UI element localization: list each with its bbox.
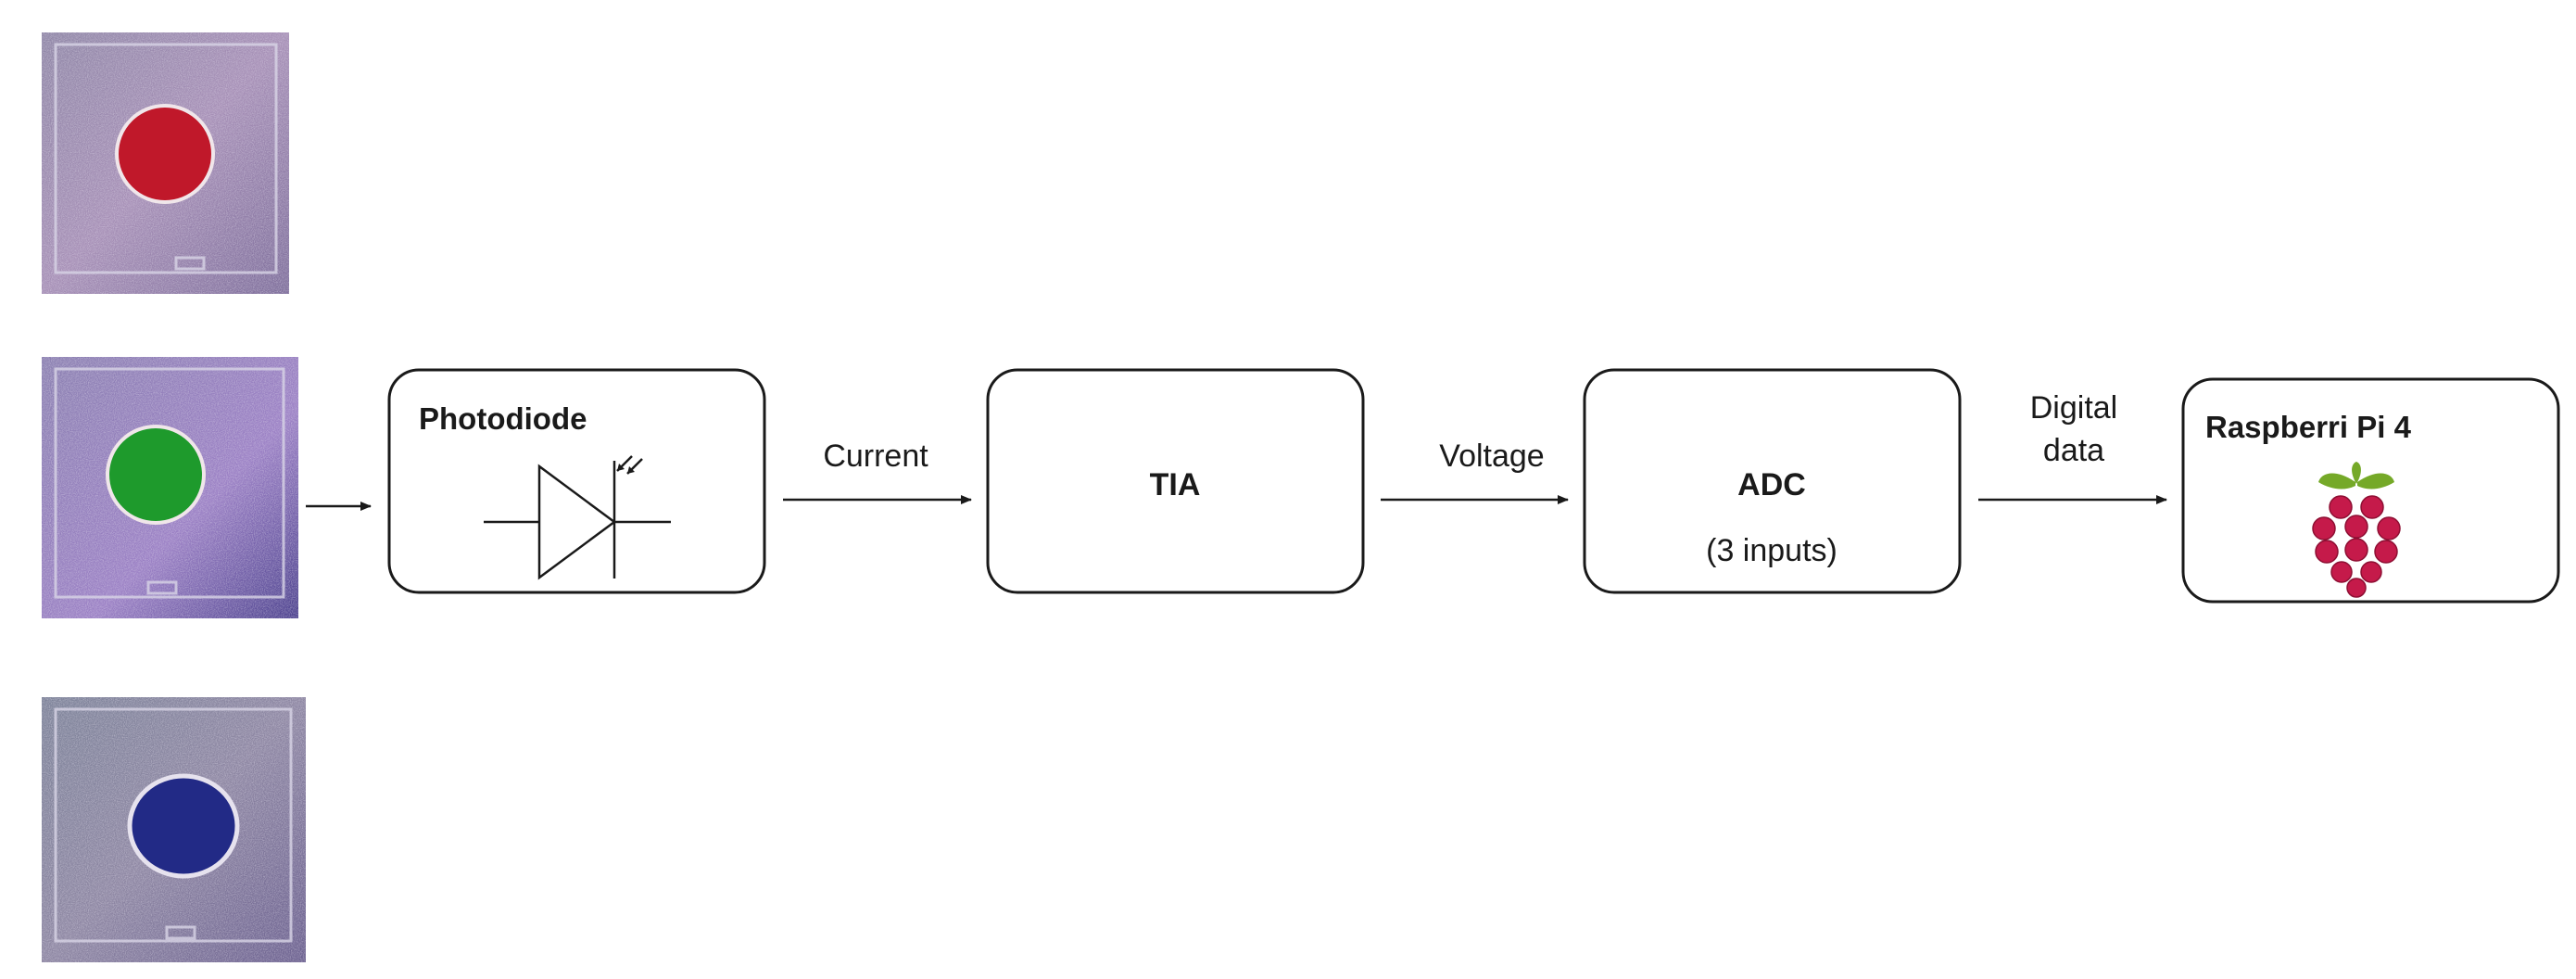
voltage-label: Voltage [1439, 439, 1544, 474]
current-label: Current [823, 439, 928, 474]
raspberry-pi-block: Raspberri Pi 4 [2181, 377, 2560, 604]
digital-data-label-line1: Digital [2030, 390, 2117, 426]
tia-title: TIA [1150, 467, 1201, 502]
adc-subtitle: (3 inputs) [1706, 533, 1837, 568]
tia-block: TIA [986, 368, 1365, 594]
digital-data-label-line2: data [2043, 433, 2104, 468]
green-filter-photo [42, 357, 298, 618]
photodiode-symbol-icon [484, 455, 671, 580]
red-filter-photo [42, 32, 289, 294]
blue-filter-photo [42, 697, 306, 962]
red-filter-disc [115, 104, 215, 204]
raspberry-pi-title: Raspberri Pi 4 [2205, 410, 2412, 444]
adc-block: ADC (3 inputs) [1583, 368, 1962, 594]
adc-title: ADC [1737, 467, 1806, 502]
photodiode-title: Photodiode [419, 401, 587, 436]
photodiode-block: Photodiode [387, 368, 766, 594]
raspberry-pi-logo-icon [2312, 462, 2401, 598]
blue-filter-disc [127, 773, 240, 879]
green-filter-disc [106, 425, 206, 525]
